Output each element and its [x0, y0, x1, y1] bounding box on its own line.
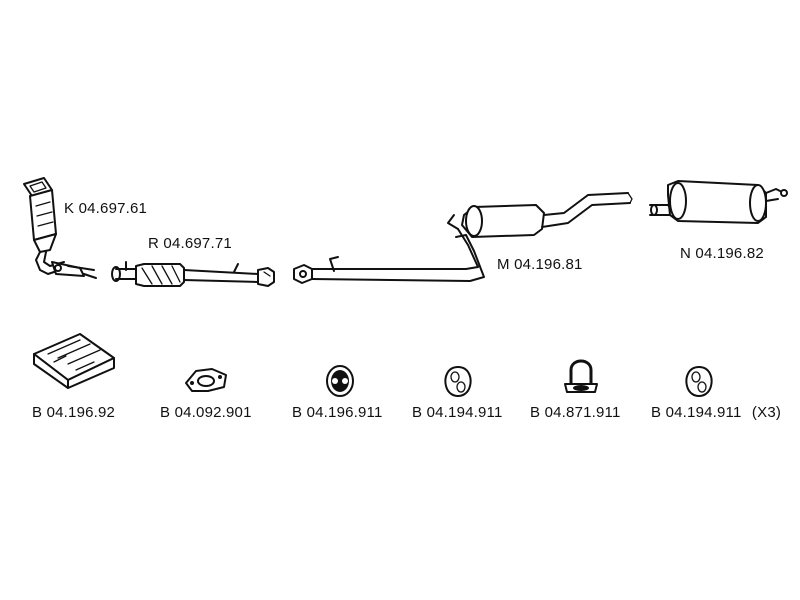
mounting-kit-icon: [33, 333, 115, 389]
rear-silencer-drawing: [649, 180, 788, 224]
rubber-mount-b-code: B 04.194.911: [651, 404, 742, 421]
rubber-mount-round-icon: [326, 365, 354, 397]
middle-silencer-drawing: [293, 192, 633, 284]
front-pipe-drawing: [111, 261, 275, 287]
middle-silencer-label: M 04.196.81: [497, 256, 583, 273]
rubber-mount-b-icon: [685, 366, 713, 397]
u-clamp-mount-icon: [564, 359, 598, 393]
rubber-mount-b-qty: (X3): [751, 404, 782, 421]
u-clamp-mount-label: B 04.871.911: [530, 404, 621, 421]
gasket-label: B 04.092.901: [160, 404, 252, 421]
rubber-mount-a-icon: [444, 366, 472, 397]
rubber-mount-a-label: B 04.194.911: [412, 404, 503, 421]
gasket-icon: [185, 368, 227, 392]
rubber-mount-b-label: B 04.194.911 (X3): [651, 404, 781, 421]
catalytic-converter-drawing: [23, 177, 97, 279]
mounting-kit-label: B 04.196.92: [32, 404, 116, 421]
rear-silencer-label: N 04.196.82: [680, 245, 764, 262]
catalytic-converter-label: K 04.697.61: [64, 200, 148, 217]
front-pipe-label: R 04.697.71: [148, 235, 232, 252]
rubber-mount-round-label: B 04.196.911: [292, 404, 383, 421]
